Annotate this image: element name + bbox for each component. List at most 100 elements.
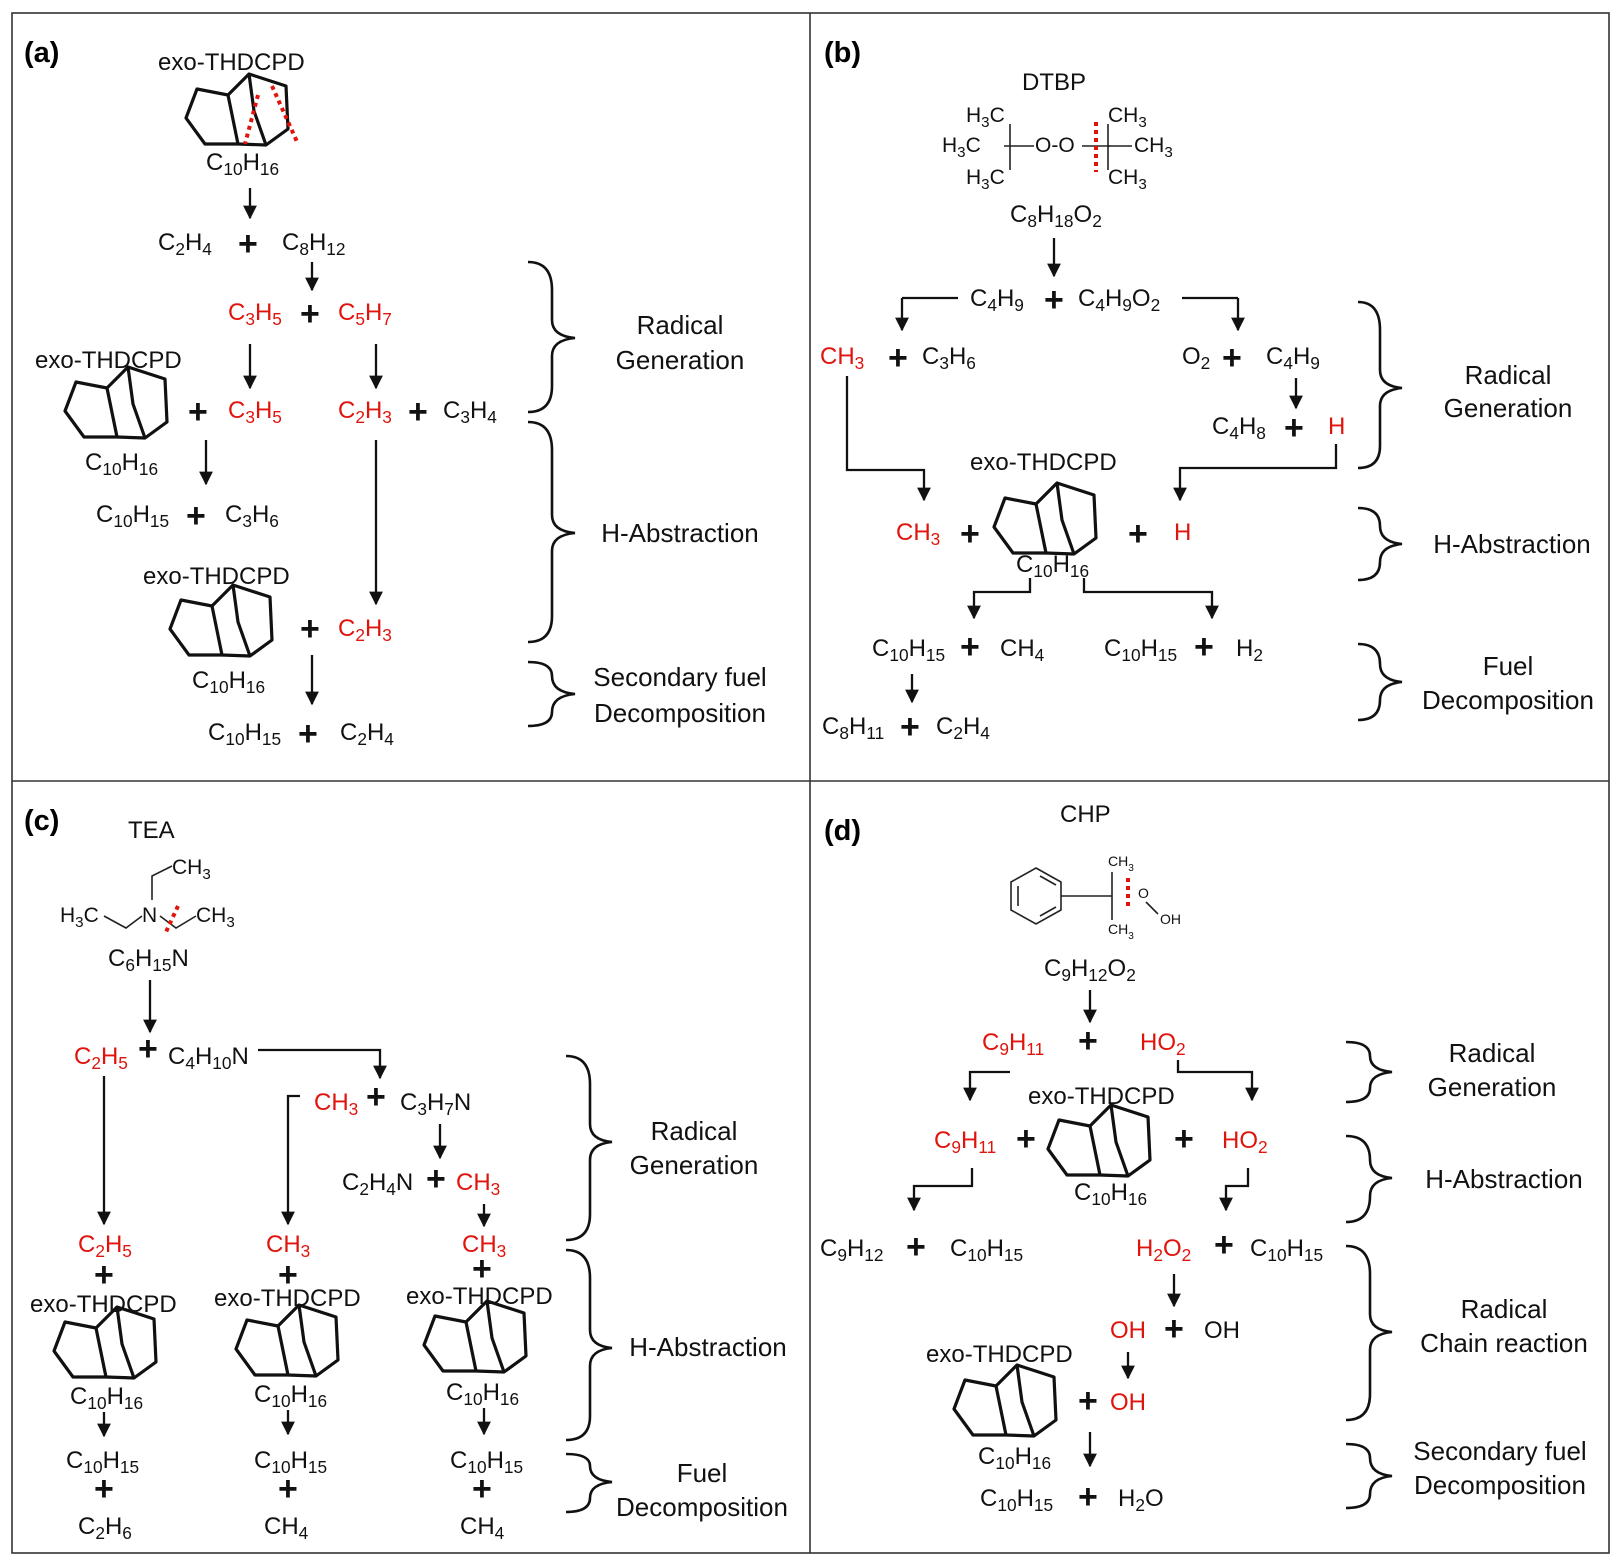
d-c9h11: C9H11 <box>982 1029 1044 1059</box>
c-brace-radical <box>565 1054 613 1242</box>
a-plus-5: + <box>186 497 206 535</box>
b-h2: H2 <box>1236 635 1263 665</box>
b-struct-oo: O-O <box>1035 134 1075 157</box>
a-fuel-name-2: exo-THDCPD <box>35 347 182 374</box>
d-cat-habs: H-Abstraction <box>1425 1164 1583 1194</box>
c-ch3-b: CH3 <box>456 1169 500 1199</box>
b-struct-h3c-3: H3C <box>966 166 1005 193</box>
a-c3h5: C3H5 <box>228 299 282 329</box>
a-c2h3-b: C2H3 <box>338 615 392 645</box>
b-plus-1: + <box>1044 281 1064 319</box>
d-cat-radical-1: Radical <box>1449 1038 1536 1068</box>
b-brace-fuel <box>1357 642 1403 722</box>
a-brace-radical <box>527 260 576 414</box>
a-fuel-formula-2: C10H16 <box>85 449 158 479</box>
c-plus-4: + <box>94 1256 114 1294</box>
d-plus-1: + <box>1078 1022 1098 1060</box>
d-struct-oh: OH <box>1160 911 1181 927</box>
a-c2h4: C2H4 <box>158 229 212 259</box>
d-fuel-formula: C10H16 <box>1074 1179 1147 1209</box>
b-arrow-5 <box>967 578 1032 620</box>
c-formula: C6H15N <box>108 945 189 975</box>
b-c2h4: C2H4 <box>936 713 990 743</box>
a-cat-radical-2: Generation <box>616 345 745 375</box>
panel-c-label: (c) <box>24 805 59 837</box>
d-brace-habs <box>1345 1134 1393 1224</box>
d-thdcpd-structure-1 <box>1046 1103 1152 1178</box>
c-cat-fuel-2: Decomposition <box>616 1492 788 1522</box>
c-c10h15-3: C10H15 <box>450 1447 523 1477</box>
d-arrow-2 <box>963 1070 1010 1102</box>
a-thdcpd-structure-3 <box>168 583 274 658</box>
a-cat-radical-1: Radical <box>637 310 724 340</box>
b-ch3: CH3 <box>820 343 864 373</box>
panel-a-label: (a) <box>24 37 59 69</box>
a-c3h6: C3H6 <box>225 501 279 531</box>
c-brace-habs <box>565 1248 613 1442</box>
c-c4h10n: C4H10N <box>168 1043 249 1073</box>
d-cat-sec-1: Secondary fuel <box>1413 1436 1586 1466</box>
b-arrow-ch3-path <box>845 376 931 502</box>
a-cat-sec-2: Decomposition <box>594 698 766 728</box>
b-c3h6: C3H6 <box>922 343 976 373</box>
c-fuel-name-1: exo-THDCPD <box>30 1291 177 1318</box>
c-plus-6: + <box>472 1250 492 1288</box>
b-plus-7: + <box>960 628 980 666</box>
a-thdcpd-structure-2 <box>63 365 169 440</box>
b-plus-6: + <box>1128 515 1148 553</box>
panel-c: (c) TEA CH3 H3C N CH3 C6H15N C2H5 + C4H1… <box>24 805 788 1543</box>
b-plus-2: + <box>888 339 908 377</box>
d-struct-bond-3 <box>1145 901 1159 915</box>
b-struct-ch3-1: CH3 <box>1108 104 1147 131</box>
b-struct-ch3-3: CH3 <box>1108 166 1147 193</box>
c-plus-2: + <box>366 1078 386 1116</box>
a-cat-sec-1: Secondary fuel <box>593 662 766 692</box>
b-plus-5: + <box>960 515 980 553</box>
a-fuel-formula-1: C10H16 <box>206 149 279 179</box>
a-plus-4: + <box>408 393 428 431</box>
d-thdcpd-structure-2 <box>952 1363 1058 1438</box>
a-c10h15-2: C10H15 <box>208 719 281 749</box>
c-cat-habs: H-Abstraction <box>629 1332 787 1362</box>
d-chp-structure: CH3 CH3 O OH <box>1010 853 1181 942</box>
b-formula: C8H18O2 <box>1010 201 1102 231</box>
d-plus-5: + <box>1214 1226 1234 1264</box>
b-fuel-formula: C10H16 <box>1016 551 1089 581</box>
b-ch4: CH4 <box>1000 635 1045 665</box>
c-ch4-1: CH4 <box>264 1513 309 1543</box>
a-cleavage-mark-1 <box>243 94 260 145</box>
b-thdcpd-structure <box>992 481 1098 556</box>
d-c10h15-3: C10H15 <box>980 1485 1053 1515</box>
d-initiator: CHP <box>1060 801 1111 828</box>
b-h: H <box>1328 413 1345 440</box>
c-cat-radical-1: Radical <box>651 1116 738 1146</box>
c-fuel-formula-1: C10H16 <box>70 1383 143 1413</box>
a-plus-1: + <box>238 225 258 263</box>
d-arrow-5 <box>1219 1168 1250 1212</box>
d-cat-chain-2: Chain reaction <box>1420 1328 1588 1358</box>
panel-b: (b) DTBP H3C H3C H3C O-O CH3 CH3 CH3 C8H… <box>820 37 1594 746</box>
d-plus-2: + <box>1016 1120 1036 1158</box>
d-h2o: H2O <box>1118 1485 1164 1515</box>
d-cat-radical-2: Generation <box>1428 1072 1557 1102</box>
c-plus-5: + <box>278 1256 298 1294</box>
c-col3-radical: CH3 <box>462 1231 506 1261</box>
d-fuel-formula-2: C10H16 <box>978 1443 1051 1473</box>
c-c2h6: C2H6 <box>78 1513 132 1543</box>
a-plus-2: + <box>300 295 320 333</box>
b-c4h9-b: C4H9 <box>1266 343 1320 373</box>
panel-d: (d) CHP CH3 CH3 O OH C9H12O2 C9H11 + HO2… <box>820 801 1588 1516</box>
b-c4h9: C4H9 <box>970 285 1024 315</box>
c-thdcpd-structure-2 <box>234 1303 340 1378</box>
d-arrow-4 <box>907 1168 974 1212</box>
b-c10h15-1: C10H15 <box>872 635 945 665</box>
a-c2h3: C2H3 <box>338 397 392 427</box>
a-c3h5-b: C3H5 <box>228 397 282 427</box>
c-struct-bond-3 <box>159 915 197 929</box>
c-plus-9: + <box>472 1470 492 1508</box>
b-cat-fuel-2: Decomposition <box>1422 685 1594 715</box>
c-cat-radical-2: Generation <box>630 1150 759 1180</box>
d-oh-red-b: OH <box>1110 1389 1146 1416</box>
d-plus-7: + <box>1078 1382 1098 1420</box>
